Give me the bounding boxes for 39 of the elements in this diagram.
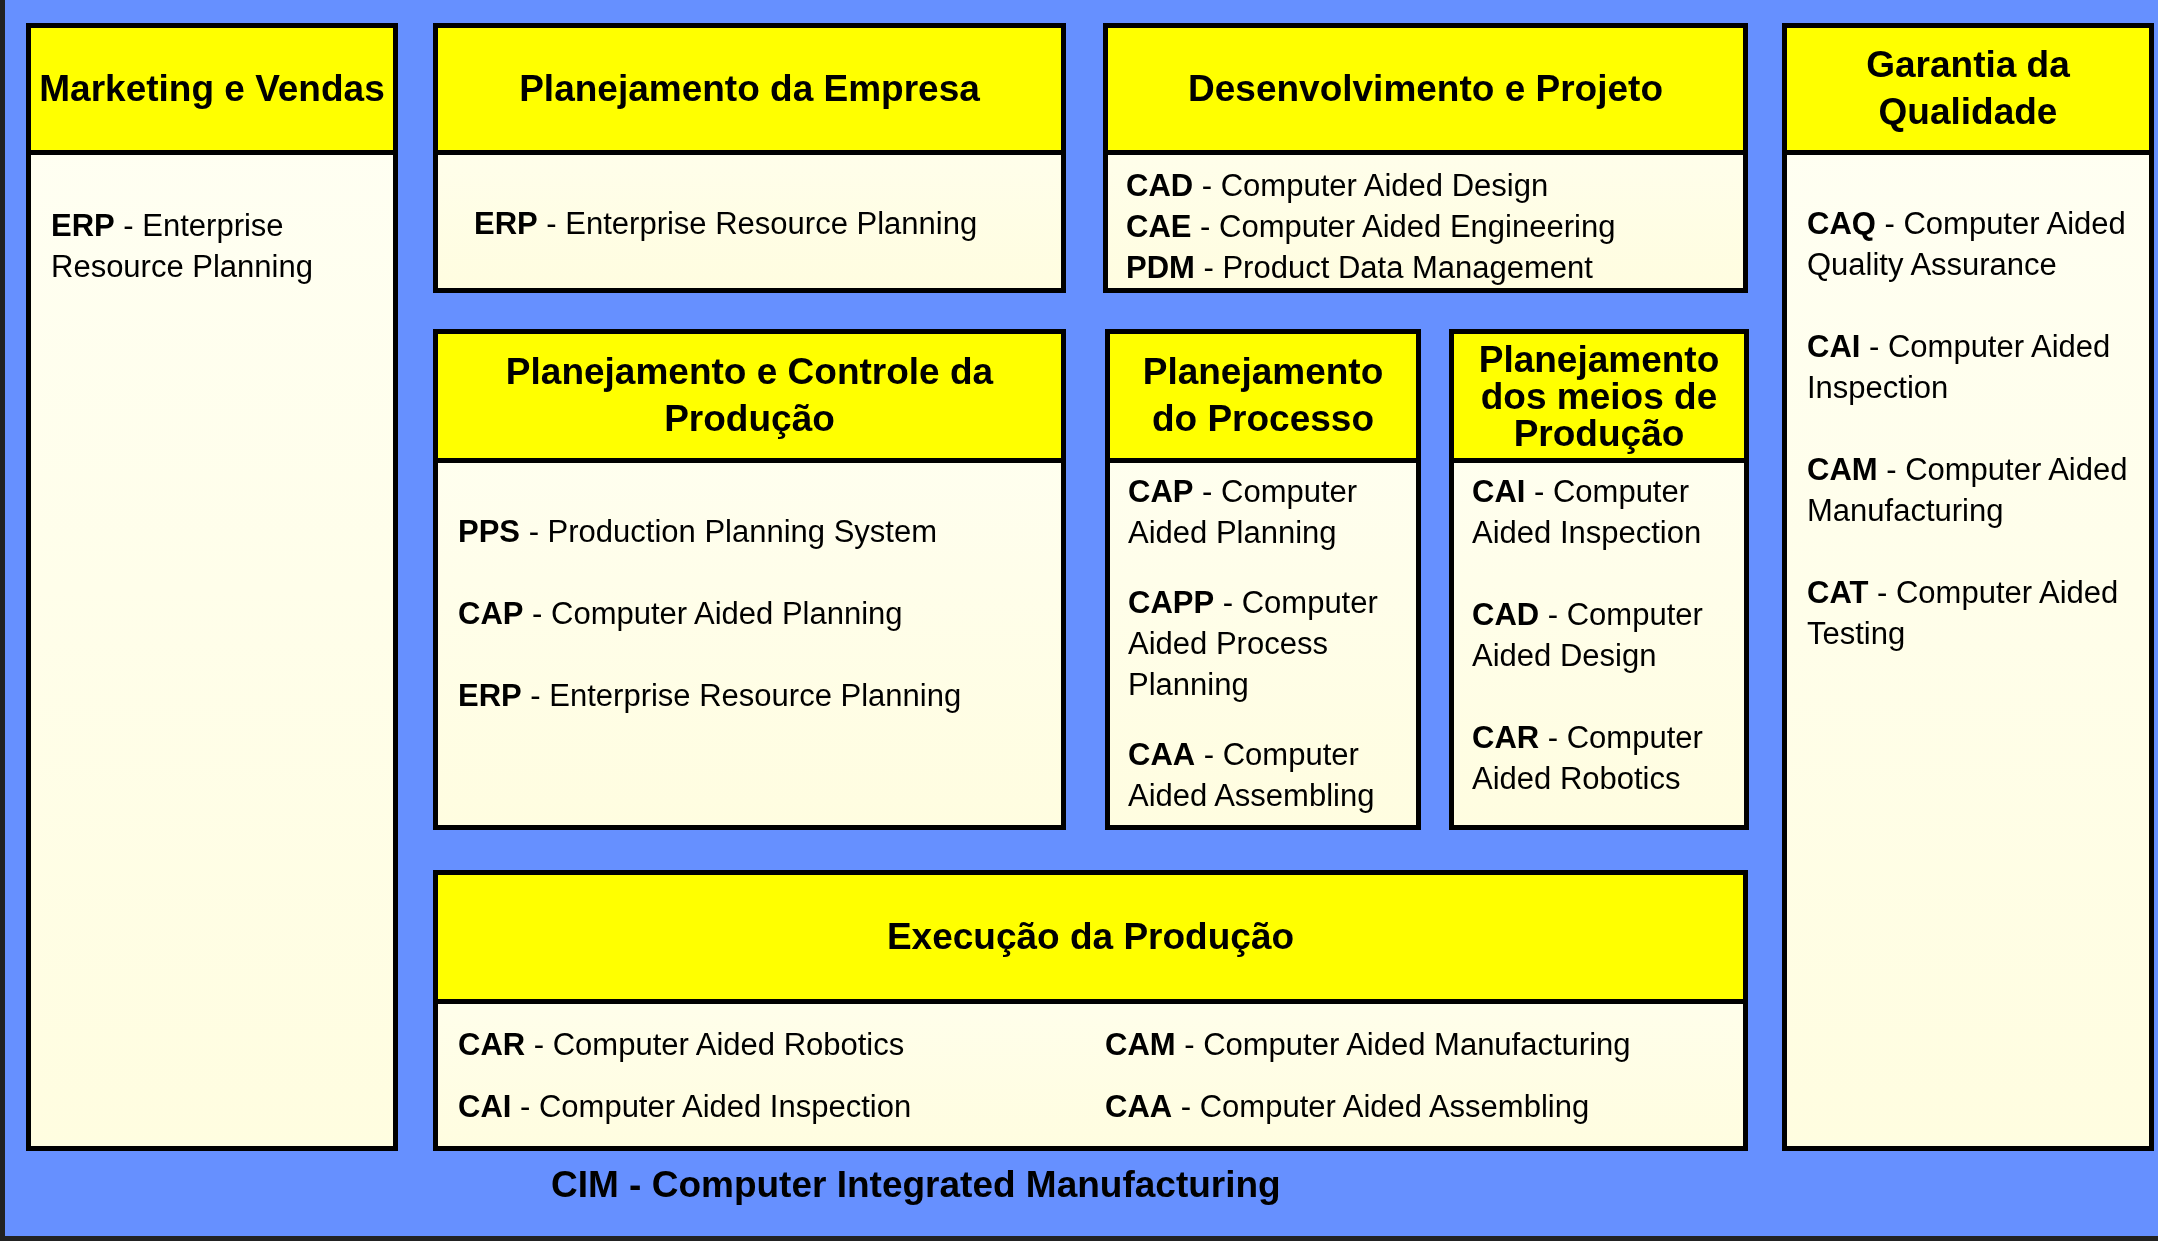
heading-band: Planejamento do Processo [1110, 334, 1416, 463]
item-text: CAP - Computer Aided Planning [458, 595, 904, 633]
item-text: CAI - Computer Aided Inspection [458, 1088, 913, 1126]
item-text: CAI - Computer Aided Inspection [1807, 328, 2112, 407]
item-text: CAP - Computer Aided Planning [1128, 473, 1359, 552]
category-box [433, 329, 1066, 830]
item-text: PDM - Product Data Management [1126, 249, 1594, 287]
item-text: CAD - Computer Aided Design [1126, 167, 1550, 205]
heading-band: Planejamento da Empresa [438, 28, 1061, 155]
item-text: ERP - Enterprise Resource Planning [51, 207, 314, 286]
category-box [433, 23, 1066, 293]
item-text: CAR - Computer Aided Robotics [1472, 719, 1704, 798]
category-box [1449, 329, 1749, 830]
item-text: PPS - Production Planning System [458, 513, 939, 551]
item-text: CAR - Computer Aided Robotics [458, 1026, 906, 1064]
category-box [1105, 329, 1421, 830]
heading-band: Planejamento e Controle da Produção [438, 334, 1061, 463]
heading-band: Garantia da Qualidade [1787, 28, 2149, 155]
item-text: CAE - Computer Aided Engineering [1126, 208, 1617, 246]
item-text: CAPP - Computer Aided Process Planning [1128, 584, 1379, 704]
item-text: CAM - Computer Aided Manufacturing [1105, 1026, 1632, 1064]
item-text: CAQ - Computer Aided Quality Assurance [1807, 205, 2127, 284]
item-text: ERP - Enterprise Resource Planning [474, 205, 979, 243]
item-text: CAA - Computer Aided Assembling [1105, 1088, 1591, 1126]
category-box [1782, 23, 2154, 1151]
item-text: CAA - Computer Aided Assembling [1128, 736, 1376, 815]
heading-band: Desenvolvimento e Projeto [1108, 28, 1743, 155]
item-text: CAD - Computer Aided Design [1472, 596, 1704, 675]
category-box [26, 23, 398, 1151]
category-box [433, 870, 1748, 1151]
category-box [1103, 23, 1748, 293]
heading-band: Marketing e Vendas [31, 28, 393, 155]
item-text: CAM - Computer Aided Manufacturing [1807, 451, 2129, 530]
heading-band: Planejamento dos meios de Produção [1454, 334, 1744, 463]
heading-band: Execução da Produção [438, 875, 1743, 1004]
item-text: CAT - Computer Aided Testing [1807, 574, 2120, 653]
caption-text: CIM - Computer Integrated Manufacturing [551, 1164, 1281, 1206]
item-text: ERP - Enterprise Resource Planning [458, 677, 963, 715]
item-text: CAI - Computer Aided Inspection [1472, 473, 1703, 552]
